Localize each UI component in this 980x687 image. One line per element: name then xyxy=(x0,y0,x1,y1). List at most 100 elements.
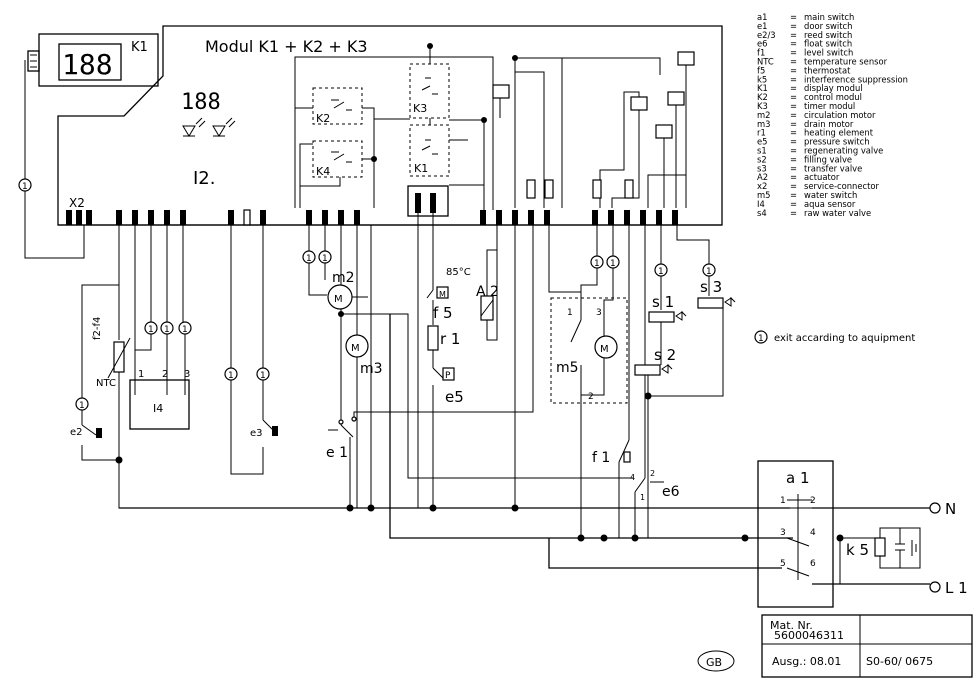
legend-desc: level switch xyxy=(804,48,853,58)
legend-desc: temperature sensor xyxy=(804,57,888,67)
svg-text:k 5: k 5 xyxy=(846,541,869,559)
legend-desc: heating element xyxy=(804,128,874,138)
svg-text:m5: m5 xyxy=(556,360,579,376)
svg-text:f2-f4: f2-f4 xyxy=(92,317,103,340)
legend-code: m3 xyxy=(757,119,771,129)
legend-eq: = xyxy=(790,101,797,111)
legend-desc: thermostat xyxy=(804,65,851,75)
svg-text:5: 5 xyxy=(780,559,786,569)
svg-text:P: P xyxy=(445,371,451,381)
svg-text:1: 1 xyxy=(322,254,328,264)
legend-code: k5 xyxy=(757,74,767,84)
svg-text:1: 1 xyxy=(164,325,170,335)
legend-desc: actuator xyxy=(804,172,840,182)
legend: a1 = main switch e1 = door switch e2/3 = reed sw… xyxy=(757,12,908,218)
legend-desc: control modul xyxy=(804,92,862,102)
legend-desc: raw water valve xyxy=(804,208,871,218)
level-switch-f1: f 1 xyxy=(592,225,631,538)
legend-desc: main switch xyxy=(804,12,854,22)
svg-text:exit accarding to aquipment: exit accarding to aquipment xyxy=(774,333,915,344)
svg-text:1: 1 xyxy=(138,369,144,380)
legend-code: s1 xyxy=(757,146,767,156)
svg-text:e2: e2 xyxy=(70,427,83,438)
relay-k4: K4 xyxy=(312,140,363,178)
legend-eq: = xyxy=(790,172,797,182)
svg-text:2: 2 xyxy=(810,496,816,506)
legend-code: m5 xyxy=(757,190,771,200)
actuator-a2: A 2 xyxy=(476,225,519,512)
switch-e3: 1 1 e3 xyxy=(224,225,278,475)
svg-text:S0-60/ 0675: S0-60/ 0675 xyxy=(866,655,933,668)
legend-desc: door switch xyxy=(804,21,852,31)
legend-code: s3 xyxy=(757,163,767,173)
legend-code: f1 xyxy=(757,48,765,58)
led-icons xyxy=(182,117,236,137)
legend-code: e6 xyxy=(757,39,767,49)
legend-code: K3 xyxy=(757,101,768,111)
legend-eq: = xyxy=(790,181,797,191)
svg-text:e3: e3 xyxy=(250,428,263,439)
legend-desc: float switch xyxy=(804,39,852,49)
water-switch-m5: 1 1 1 3 M m5 2 xyxy=(548,225,628,538)
svg-text:L 1: L 1 xyxy=(945,579,968,597)
svg-text:1: 1 xyxy=(182,325,188,335)
legend-desc: interference suppression xyxy=(804,74,908,84)
svg-text:K1: K1 xyxy=(414,162,428,175)
svg-text:1: 1 xyxy=(306,254,312,264)
svg-text:5600046311: 5600046311 xyxy=(774,629,844,642)
legend-desc: service-connector xyxy=(804,181,880,191)
svg-text:1: 1 xyxy=(658,267,664,277)
svg-text:1: 1 xyxy=(780,496,786,506)
legend-eq: = xyxy=(790,21,797,31)
legend-code: K1 xyxy=(757,83,768,93)
title-block: Mat. Nr. 5600046311 Ausg.: 08.01 S0-60/ … xyxy=(697,614,973,678)
svg-text:1: 1 xyxy=(594,259,600,269)
legend-code: s4 xyxy=(757,208,767,218)
svg-text:I4: I4 xyxy=(153,402,163,415)
svg-text:M: M xyxy=(439,290,446,299)
legend-eq: = xyxy=(790,83,797,93)
svg-text:f 5: f 5 xyxy=(433,304,453,322)
legend-eq: = xyxy=(790,48,797,58)
svg-text:4: 4 xyxy=(810,528,816,538)
legend-eq: = xyxy=(790,65,797,75)
module-small-digits: 188 xyxy=(181,90,221,115)
svg-text:3: 3 xyxy=(780,528,786,538)
legend-desc: drain motor xyxy=(804,119,854,129)
ntc-sensor: f2-f4 NTC xyxy=(81,225,131,460)
svg-text:Ausg.: 08.01: Ausg.: 08.01 xyxy=(772,655,841,668)
legend-code: a1 xyxy=(757,12,767,22)
legend-code: e1 xyxy=(757,21,767,31)
svg-text:6: 6 xyxy=(810,559,816,569)
svg-text:2: 2 xyxy=(650,469,655,478)
i2-label: I2. xyxy=(193,168,215,189)
legend-desc: reed switch xyxy=(804,30,852,40)
legend-eq: = xyxy=(790,163,797,173)
plug-icons xyxy=(492,51,695,139)
thermostat-f5: 85°C M f 5 r 1 P e5 xyxy=(417,213,471,512)
legend-eq: = xyxy=(790,190,797,200)
svg-text:e6: e6 xyxy=(662,484,680,500)
relay-k3: K3 xyxy=(409,63,450,119)
svg-text:m2: m2 xyxy=(332,270,355,286)
svg-text:1: 1 xyxy=(260,371,266,381)
display-digits: 188 xyxy=(62,48,113,81)
legend-code: f5 xyxy=(757,65,765,75)
legend-eq: = xyxy=(790,74,797,84)
legend-eq: = xyxy=(790,12,797,22)
legend-code: r1 xyxy=(757,128,766,138)
svg-text:M: M xyxy=(600,344,609,355)
legend-eq: = xyxy=(790,92,797,102)
legend-eq: = xyxy=(790,146,797,156)
legend-desc: timer modul xyxy=(804,101,855,111)
float-switch-e6: 2 4 1 e6 xyxy=(630,225,680,538)
module-internal-wiring xyxy=(294,46,661,210)
main-switch-a1: a 1 1 2 3 4 5 6 xyxy=(757,460,834,608)
legend-code: x2 xyxy=(757,181,767,191)
legend-desc: filling valve xyxy=(804,154,852,164)
svg-text:N: N xyxy=(945,500,956,518)
svg-text:1: 1 xyxy=(706,267,712,277)
legend-desc: pressure switch xyxy=(804,137,870,147)
note: 1 exit accarding to aquipment xyxy=(754,330,915,344)
legend-code: e2/3 xyxy=(757,30,776,40)
